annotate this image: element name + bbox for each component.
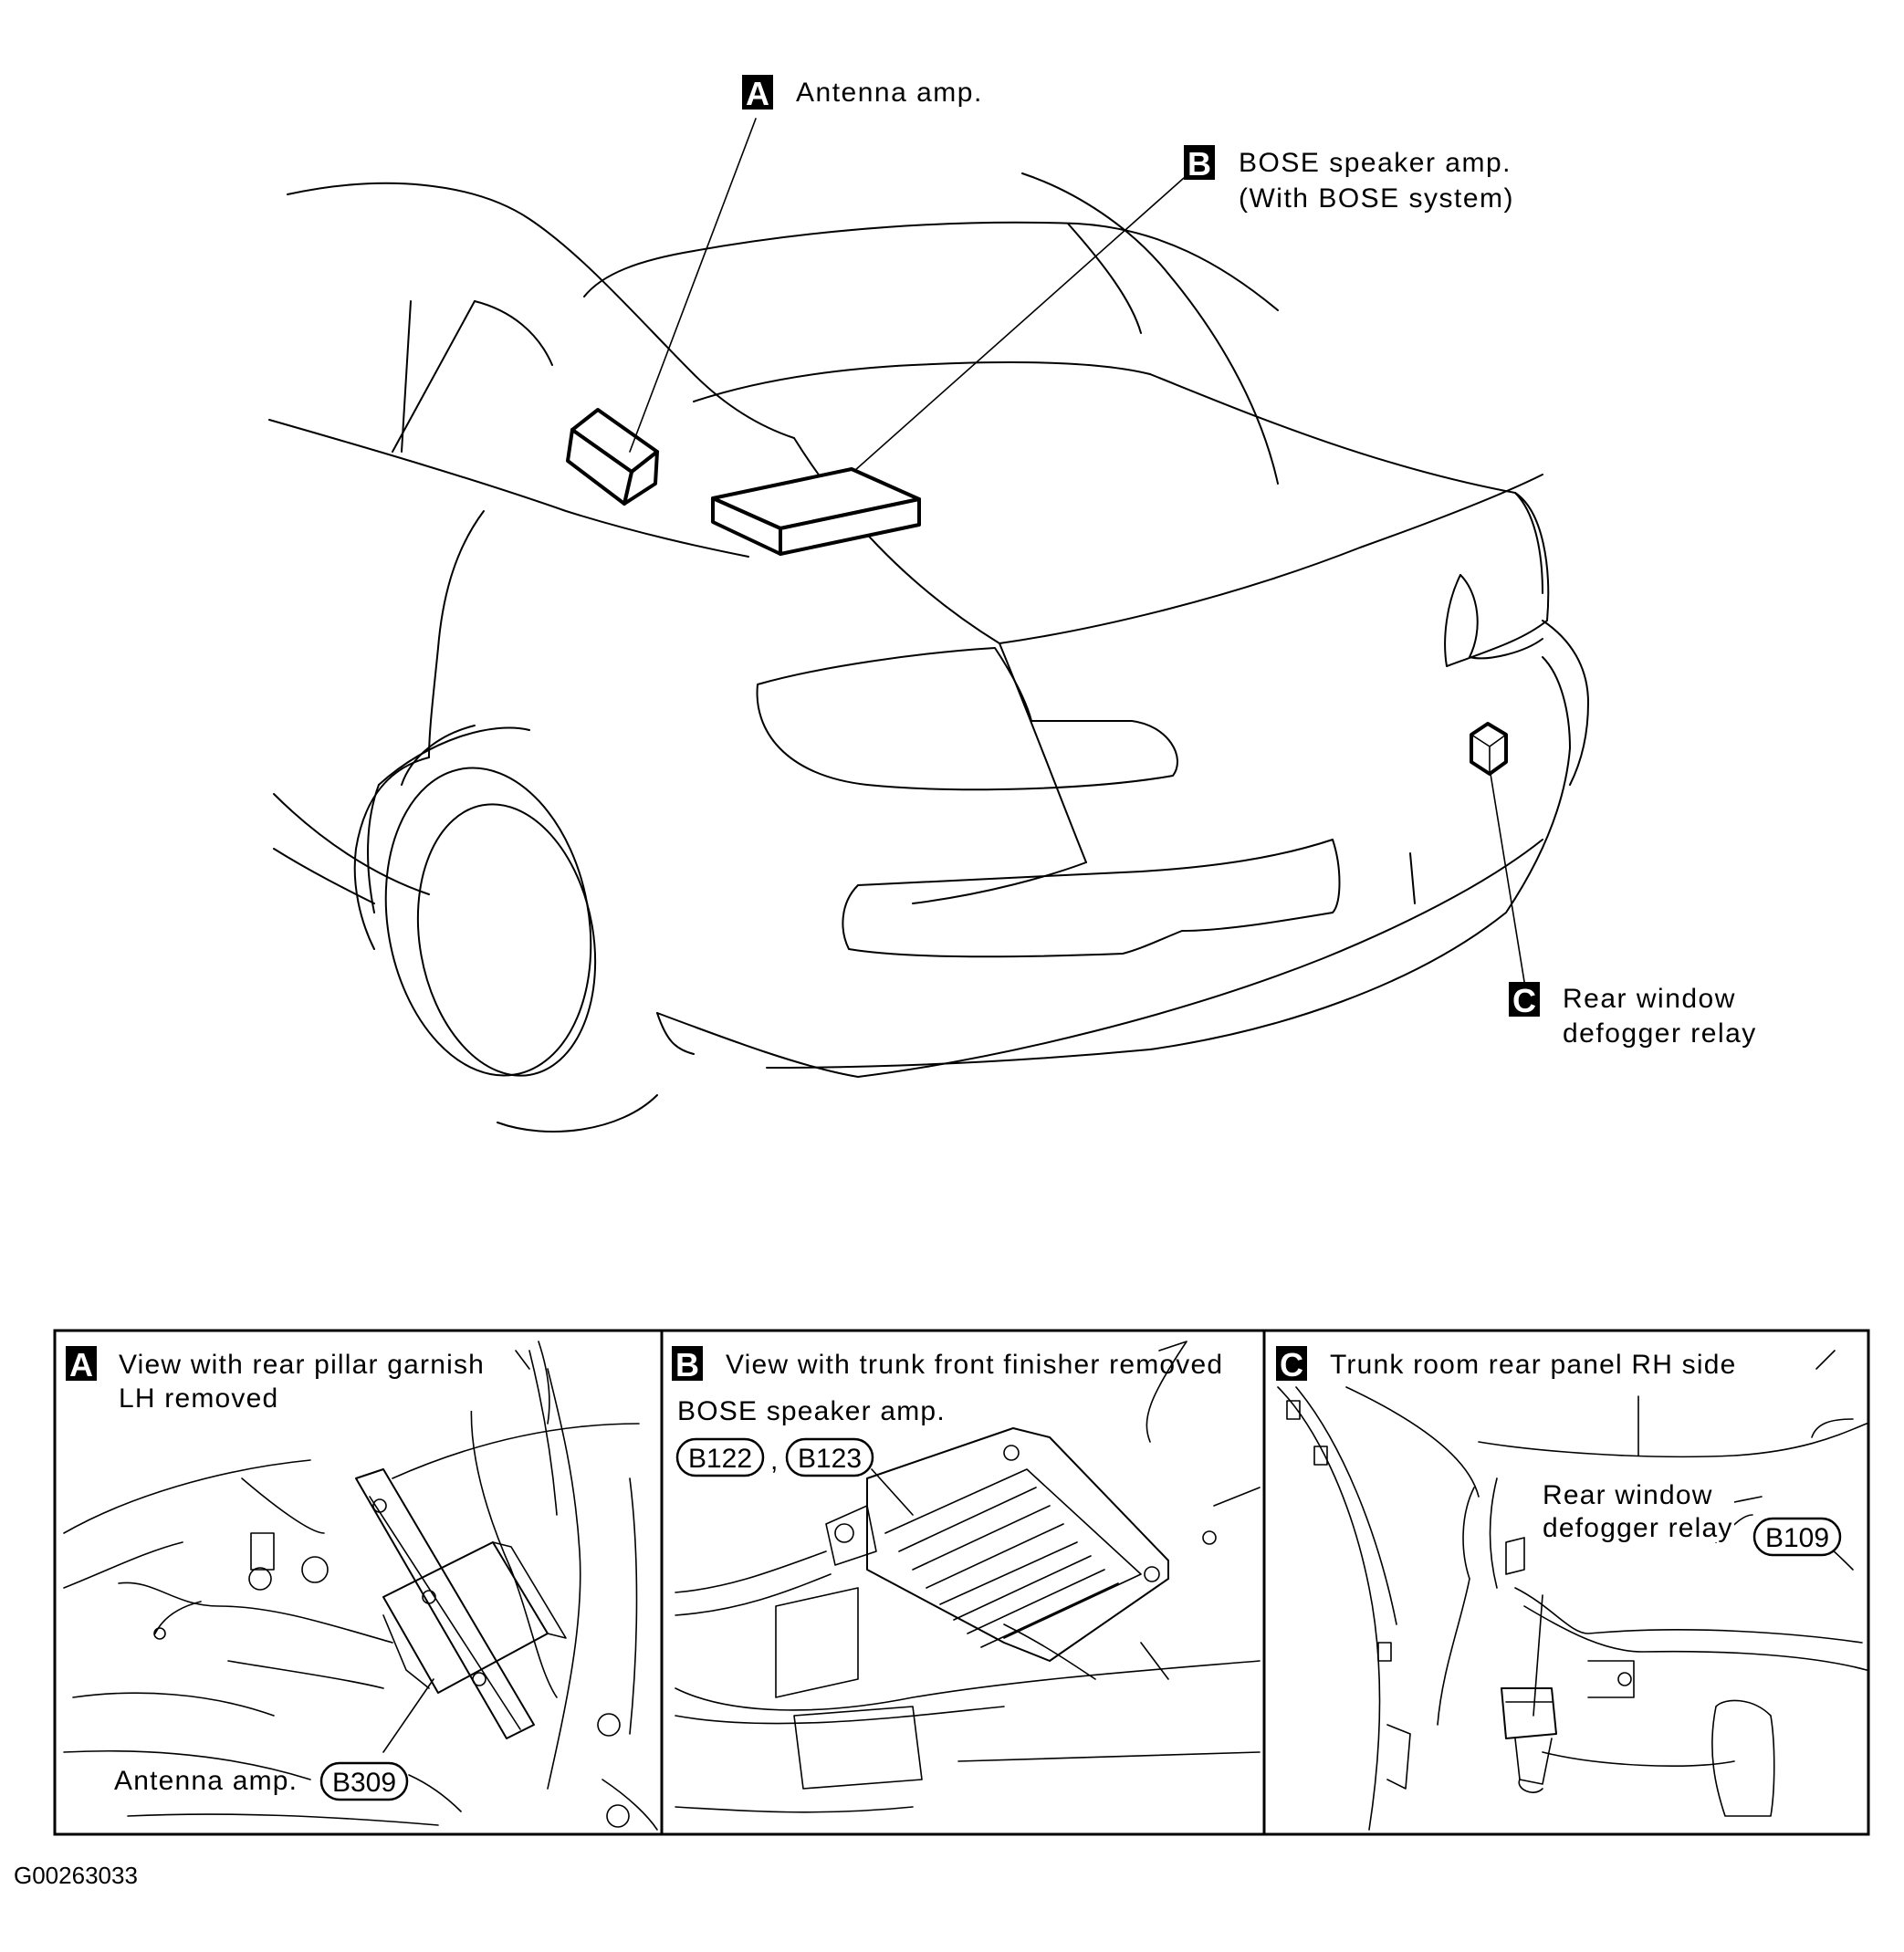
panel-a-badge [66, 1346, 97, 1381]
label-b-text-2: (With BOSE system) [1239, 183, 1514, 214]
panel-b-title-1: View with trunk front finisher removed [726, 1350, 1223, 1380]
panel-a-title-1: View with rear pillar garnish [119, 1350, 485, 1380]
panel-a-connector: B309 [332, 1768, 396, 1798]
panel-a-component: Antenna amp. [114, 1766, 298, 1796]
car-rear-view [268, 172, 1589, 1133]
panel-a-leader [382, 1678, 434, 1753]
label-a-letter: A [746, 75, 769, 112]
panel-b-letter: B [675, 1346, 699, 1383]
panel-c-connector-badge [1752, 1517, 1842, 1557]
panel-a-connector-leader [408, 1774, 462, 1812]
defogger-relay-box [1470, 722, 1508, 776]
label-a-text: Antenna amp. [796, 78, 983, 108]
label-c-badge [1509, 982, 1540, 1017]
label-c-text-2: defogger relay [1563, 1018, 1757, 1049]
panel-b-connector-1-badge [675, 1437, 765, 1477]
leader-b [853, 177, 1185, 472]
panel-c-badge [1276, 1346, 1307, 1381]
panel-b-connector-1: B122 [688, 1444, 752, 1474]
panel-c-leader [1533, 1594, 1543, 1717]
panel-b-illustration [675, 1341, 1261, 1813]
panel-a-title-2: LH removed [119, 1383, 278, 1414]
panel-a-letter: A [69, 1346, 93, 1383]
panel-b-badge [672, 1346, 703, 1381]
panel-b-leader [871, 1468, 914, 1516]
label-c-text-1: Rear window [1563, 984, 1736, 1014]
panel-c-frame [1262, 1329, 1870, 1836]
label-b-badge [1184, 145, 1215, 180]
panel-a-connector-badge [319, 1761, 409, 1801]
panel-c-component-1: Rear window [1543, 1480, 1713, 1510]
panel-a-illustration [63, 1341, 658, 1831]
panel-c-label-leader [1729, 1496, 1763, 1504]
label-c-letter: C [1512, 982, 1536, 1019]
label-b-text-1: BOSE speaker amp. [1239, 148, 1512, 178]
label-a-badge [742, 75, 773, 110]
panel-c-letter: C [1280, 1346, 1303, 1383]
antenna-amp-box [566, 408, 659, 506]
panel-b-connector-2-badge [785, 1437, 874, 1477]
panel-b-connector-separator: , [770, 1446, 778, 1476]
panel-c-connector: B109 [1765, 1523, 1829, 1553]
panel-b-connector-2: B123 [798, 1444, 862, 1474]
leader-a [629, 118, 757, 453]
label-b-letter: B [1187, 145, 1211, 183]
panel-c-title-1: Trunk room rear panel RH side [1330, 1350, 1737, 1380]
bose-speaker-amp-box [711, 467, 921, 556]
panel-a-frame [53, 1329, 664, 1836]
figure-id: G00263033 [14, 1862, 138, 1889]
panel-c-illustration [1277, 1350, 1867, 1831]
leader-c [1490, 773, 1527, 994]
panel-b-component: BOSE speaker amp. [677, 1396, 946, 1426]
panel-c-component-2: defogger relay [1543, 1513, 1733, 1543]
